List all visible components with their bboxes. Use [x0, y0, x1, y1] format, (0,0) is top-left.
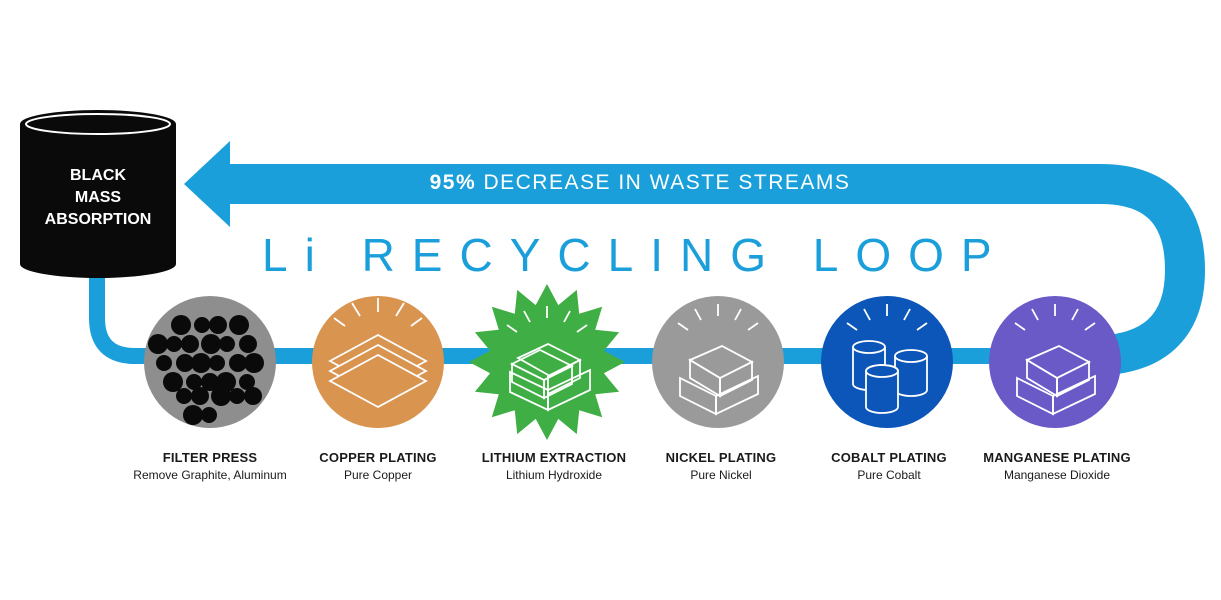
- lithium-ingots-icon: [469, 284, 625, 440]
- step-label-nickel-plating: NICKEL PLATING Pure Nickel: [626, 450, 816, 482]
- step-subtitle: Manganese Dioxide: [1003, 468, 1111, 482]
- step-title: LITHIUM EXTRACTION: [481, 450, 627, 465]
- step-subtitle: Pure Nickel: [690, 468, 752, 482]
- step-label-lithium-extraction: LITHIUM EXTRACTION Lithium Hydroxide: [459, 450, 649, 482]
- step-label-manganese-plating: MANGANESE PLATING Manganese Dioxide: [962, 450, 1152, 482]
- step-title: MANGANESE PLATING: [983, 450, 1131, 465]
- arrow-head: [184, 141, 230, 227]
- step-title: COBALT PLATING: [831, 450, 947, 465]
- loop-pipe-right: [225, 164, 1206, 376]
- nickel-ingots-icon: [652, 296, 784, 428]
- loop-pipe-left: [89, 262, 1000, 364]
- drum-label: BLACK MASS ABSORPTION: [20, 165, 176, 231]
- step-subtitle: Lithium Hydroxide: [505, 468, 603, 482]
- copper-sheets-icon: [312, 296, 444, 428]
- cobalt-cylinders-icon: [821, 296, 953, 428]
- step-title: FILTER PRESS: [162, 450, 258, 465]
- step-subtitle: Pure Cobalt: [857, 468, 921, 482]
- drum-label-line: MASS: [74, 189, 122, 206]
- waste-decrease-text: DECREASE IN WASTE STREAMS: [483, 171, 851, 194]
- step-label-filter-press: FILTER PRESS Remove Graphite, Aluminum: [115, 450, 305, 482]
- step-subtitle: Remove Graphite, Aluminum: [133, 468, 287, 482]
- step-title: COPPER PLATING: [319, 450, 437, 465]
- waste-stream-label: 95% DECREASE IN WASTE STREAMS: [300, 171, 980, 195]
- step-title: NICKEL PLATING: [665, 450, 777, 465]
- drum-label-line: BLACK: [70, 167, 126, 184]
- drum-label-line: ABSORPTION: [44, 211, 152, 228]
- drum-icon: [20, 110, 176, 278]
- waste-decrease-percent: 95%: [429, 171, 477, 194]
- diagram-title: Li RECYCLING LOOP: [262, 229, 1009, 281]
- manganese-ingots-icon: [989, 296, 1121, 428]
- step-label-copper-plating: COPPER PLATING Pure Copper: [283, 450, 473, 482]
- step-subtitle: Pure Copper: [343, 468, 413, 482]
- step-label-cobalt-plating: COBALT PLATING Pure Cobalt: [794, 450, 984, 482]
- graphite-particles-icon: [144, 296, 276, 428]
